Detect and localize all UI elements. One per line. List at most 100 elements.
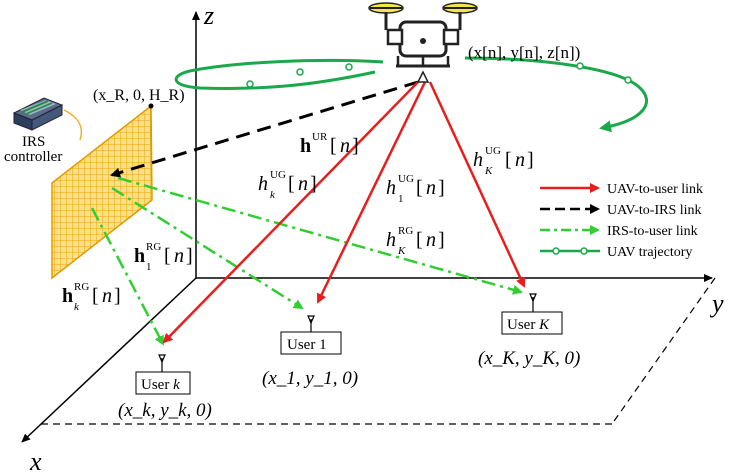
irs-to-user-k <box>90 207 165 346</box>
svg-text:h: h <box>386 177 396 199</box>
user-K: User K (x_K, y_K, 0) <box>478 293 580 369</box>
svg-text:UAV trajectory: UAV trajectory <box>607 245 692 260</box>
ground-right-edge <box>611 277 716 425</box>
user-K-coord: (x_K, y_K, 0) <box>478 348 580 369</box>
irs-panel: (x_R, 0, H_R) <box>51 87 185 280</box>
user-k-coord: (x_k, y_k, 0) <box>118 400 212 421</box>
svg-text:UG: UG <box>270 169 286 181</box>
user-K-box <box>501 311 563 335</box>
svg-text:1: 1 <box>398 193 404 205</box>
svg-text:]: ] <box>114 285 121 307</box>
svg-text:[: [ <box>505 149 512 171</box>
user-k-label: User k <box>141 377 180 393</box>
antenna-icon <box>529 293 537 312</box>
svg-text:]: ] <box>310 173 317 195</box>
legend-item-uav-to-user: UAV-to-user link <box>540 182 703 197</box>
svg-text:[: [ <box>164 245 171 267</box>
x-axis <box>21 277 197 443</box>
trajectory-path-right <box>464 56 649 133</box>
svg-text:h: h <box>134 245 145 267</box>
h-1-UG-label: h 1 UG [ n ] <box>386 173 445 205</box>
svg-text:h: h <box>386 229 396 251</box>
svg-text:RG: RG <box>146 241 161 253</box>
user-1-label: User 1 <box>287 337 327 353</box>
h-k-RG-label: h k RG [ n ] <box>62 281 121 313</box>
legend: UAV-to-user link UAV-to-IRS link IRS-to-… <box>540 182 703 260</box>
irs-corner-point <box>148 103 154 109</box>
svg-text:n: n <box>298 173 308 195</box>
irs-to-user-links <box>90 176 523 346</box>
irs-to-user-K <box>117 176 523 295</box>
uav-position-label: (x[n], y[n], z[n]) <box>468 43 580 62</box>
svg-text:UR: UR <box>312 131 328 143</box>
uav-to-irs-link <box>110 80 419 178</box>
uav-to-user-links <box>162 81 526 344</box>
user-1-coord: (x_1, y_1, 0) <box>262 368 358 389</box>
uav-drone-icon <box>368 2 478 83</box>
svg-text:n: n <box>340 135 350 157</box>
legend-item-uav-to-irs: UAV-to-IRS link <box>540 203 702 218</box>
svg-text:h: h <box>62 285 73 307</box>
svg-text:k: k <box>74 301 80 313</box>
svg-text:k: k <box>270 189 276 201</box>
antenna-icon <box>158 354 166 372</box>
svg-text:]: ] <box>438 177 445 199</box>
svg-text:]: ] <box>352 135 359 157</box>
svg-text:UG: UG <box>485 145 501 157</box>
svg-text:RG: RG <box>74 281 89 293</box>
svg-text:K: K <box>484 165 493 177</box>
h-UR-label: h UR [ n ] <box>300 131 359 157</box>
svg-text:h: h <box>300 135 311 157</box>
uav-trajectory <box>174 56 649 133</box>
irs-controller-label-2: controller <box>4 149 62 165</box>
svg-text:UG: UG <box>398 173 414 185</box>
channel-labels: h UR [ n ] h k UG [ n ] h 1 UG [ n ] h K… <box>62 131 534 313</box>
user-K-label: User K <box>507 317 550 333</box>
svg-text:]: ] <box>186 245 193 267</box>
svg-text:UAV-to-user link: UAV-to-user link <box>607 182 703 197</box>
svg-text:n: n <box>174 245 184 267</box>
legend-item-uav-trajectory: UAV trajectory <box>540 245 692 260</box>
h-K-UG-label: h K UG [ n ] <box>473 145 534 177</box>
svg-text:K: K <box>397 245 406 257</box>
svg-text:UAV-to-IRS link: UAV-to-IRS link <box>607 203 702 218</box>
svg-text:n: n <box>102 285 112 307</box>
svg-text:]: ] <box>438 229 445 251</box>
svg-text:[: [ <box>416 229 423 251</box>
user-k-box <box>135 371 191 395</box>
ground-plane <box>40 277 716 425</box>
svg-text:h: h <box>473 149 483 171</box>
z-axis-label: z <box>203 1 214 30</box>
h-1-RG-label: h 1 RG [ n ] <box>134 241 193 273</box>
irs-surface <box>51 104 153 280</box>
user-k: User k (x_k, y_k, 0) <box>118 354 212 421</box>
legend-item-irs-to-user: IRS-to-user link <box>540 224 698 239</box>
svg-text:n: n <box>515 149 525 171</box>
irs-to-user-1 <box>111 186 304 310</box>
svg-text:]: ] <box>527 149 534 171</box>
h-K-RG-label: h K RG [ n ] <box>386 225 445 257</box>
antenna-icon <box>307 315 315 332</box>
uav-to-user-k <box>162 81 419 344</box>
svg-text:[: [ <box>416 177 423 199</box>
irs-position-label: (x_R, 0, H_R) <box>93 87 185 104</box>
user-1-box <box>280 331 342 355</box>
y-axis-label: y <box>709 289 724 318</box>
svg-text:1: 1 <box>146 261 152 273</box>
irs-controller-label-1: IRS <box>22 134 45 150</box>
svg-text:RG: RG <box>398 225 413 237</box>
axes: z y x <box>21 1 724 476</box>
h-k-UG-label: h k UG [ n ] <box>258 169 317 201</box>
router-icon <box>12 97 64 131</box>
svg-text:[: [ <box>330 135 337 157</box>
svg-text:[: [ <box>288 173 295 195</box>
irs-controller: IRS controller <box>4 97 83 165</box>
uav-to-user-1 <box>316 81 427 304</box>
uav-to-user-K <box>428 81 526 288</box>
svg-text:n: n <box>426 229 436 251</box>
controller-cable <box>63 109 83 141</box>
svg-text:[: [ <box>92 285 99 307</box>
svg-text:n: n <box>426 177 436 199</box>
svg-text:h: h <box>258 173 268 195</box>
